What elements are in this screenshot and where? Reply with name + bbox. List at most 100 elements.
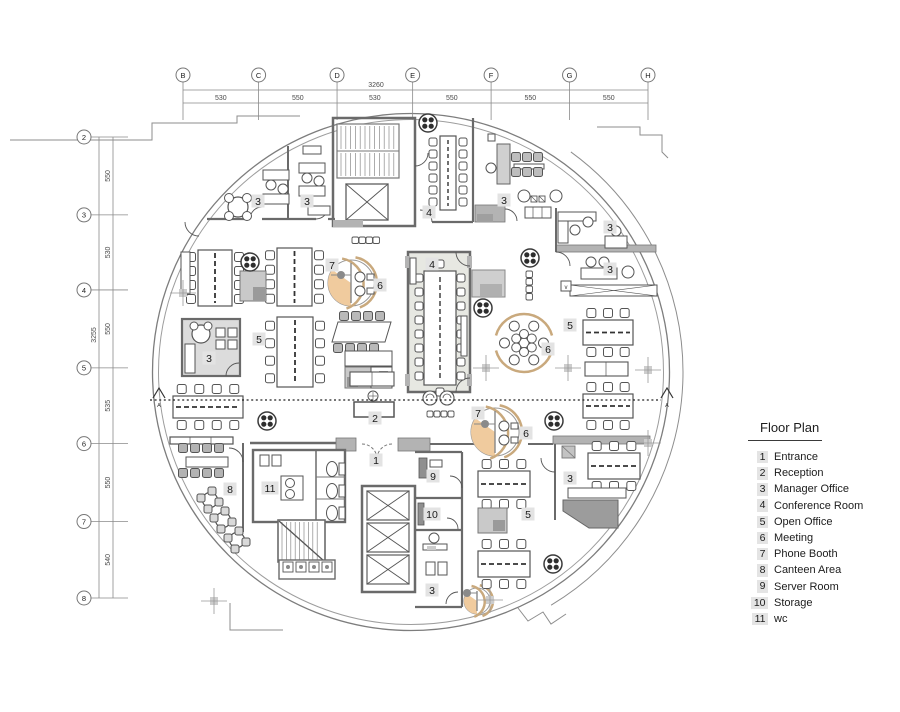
svg-text:4: 4 — [426, 207, 432, 219]
manager-offices-topleft — [224, 145, 331, 221]
grid-row-6: 6 — [76, 436, 128, 452]
room-label-9: 9 — [426, 469, 440, 483]
locker-rows — [351, 236, 533, 418]
legend-item-number: 4 — [757, 499, 768, 512]
reception-desk — [353, 390, 455, 418]
room-label-11: 11 — [261, 481, 279, 495]
svg-text:6: 6 — [82, 439, 86, 448]
desk-bench — [582, 382, 634, 430]
legend-item-number: 7 — [757, 547, 768, 561]
legend-item-label: Manager Office — [774, 483, 850, 496]
legend-item: 4 Conference Room — [748, 498, 878, 514]
svg-text:3: 3 — [429, 585, 435, 597]
svg-text:550: 550 — [105, 170, 112, 182]
plant — [257, 411, 277, 431]
svg-text:3: 3 — [255, 196, 261, 208]
grid-column-C: C — [251, 67, 267, 120]
svg-text:535: 535 — [105, 400, 112, 412]
legend-item: 8 Canteen Area — [748, 562, 878, 578]
svg-text:530: 530 — [369, 95, 381, 102]
legend-item-number: 8 — [757, 564, 768, 577]
section-marker: A — [660, 386, 674, 409]
legend-item: 3 Manager Office — [748, 481, 878, 497]
svg-text:530: 530 — [215, 95, 227, 102]
plant — [544, 411, 564, 431]
grid-column-H: H — [640, 67, 656, 120]
legend-item: 1 Entrance — [748, 449, 878, 465]
grid-row-4: 4 — [76, 282, 128, 298]
manager-office-bottom — [422, 532, 448, 576]
room-label-8: 8 — [223, 482, 237, 496]
desk-bench — [265, 247, 324, 307]
plant — [520, 248, 540, 268]
svg-text:540: 540 — [105, 554, 112, 566]
svg-text:3: 3 — [607, 222, 613, 234]
svg-text:4: 4 — [429, 259, 435, 271]
section-marker: A — [152, 386, 166, 409]
legend-item-number: 3 — [757, 483, 768, 496]
svg-text:5: 5 — [567, 320, 573, 332]
svg-text:3260: 3260 — [368, 82, 384, 89]
legend-item-label: wc — [774, 612, 788, 625]
svg-text:5: 5 — [82, 364, 86, 373]
svg-text:10: 10 — [426, 509, 438, 521]
lounge-topright — [485, 133, 563, 219]
svg-text:7: 7 — [82, 517, 86, 526]
phone-booth-pod — [470, 404, 524, 460]
survey-cross-marker — [477, 587, 503, 613]
plant — [543, 554, 563, 574]
stair-elevator-core-top — [331, 116, 429, 228]
legend-item-number: 1 — [757, 450, 768, 464]
svg-text:11: 11 — [265, 483, 276, 495]
legend-item-number: 6 — [757, 531, 768, 545]
room-label-4: 4 — [422, 205, 436, 219]
svg-text:H: H — [645, 71, 650, 80]
room-label-2: 2 — [368, 411, 382, 425]
svg-text:3: 3 — [567, 473, 573, 485]
grid-row-2: 2 — [76, 129, 128, 145]
legend-item-label: Conference Room — [774, 499, 864, 512]
meeting-pod — [494, 312, 554, 374]
svg-text:1: 1 — [373, 455, 379, 467]
svg-text:8: 8 — [82, 594, 86, 603]
manager-offices-right: v — [557, 211, 658, 297]
room-label-3: 3 — [497, 193, 511, 207]
building-outline — [10, 112, 684, 632]
legend-item-label: Reception — [774, 467, 824, 480]
legend-item: 11 wc — [748, 611, 878, 627]
room-label-10: 10 — [423, 507, 441, 521]
svg-text:G: G — [567, 71, 573, 80]
legend-item-number: 10 — [751, 596, 768, 610]
desk-bench — [587, 441, 641, 491]
legend-item-label: Entrance — [774, 451, 819, 464]
svg-text:550: 550 — [446, 95, 458, 102]
legend-item-number: 11 — [752, 612, 768, 626]
svg-text:5: 5 — [256, 334, 262, 346]
legend-item-label: Canteen Area — [774, 564, 842, 577]
manager-office-left-furniture — [184, 321, 238, 374]
legend-title: Floor Plan — [748, 420, 822, 441]
survey-cross-marker — [555, 355, 581, 381]
room-label-5: 5 — [252, 332, 266, 346]
room-label-1: 1 — [369, 453, 383, 467]
elevator-core-bottom — [360, 484, 417, 594]
room-label-6: 6 — [373, 278, 387, 292]
svg-text:7: 7 — [329, 260, 335, 272]
plant — [240, 252, 260, 272]
conference-room-top — [428, 135, 468, 211]
survey-cross-marker — [170, 280, 196, 306]
room-label-3: 3 — [563, 471, 577, 485]
svg-text:3: 3 — [607, 264, 613, 276]
grid-row-7: 7 — [76, 514, 128, 530]
svg-text:9: 9 — [430, 471, 436, 483]
svg-text:3255: 3255 — [91, 327, 98, 343]
desk-bench — [172, 384, 244, 430]
svg-text:B: B — [180, 71, 185, 80]
